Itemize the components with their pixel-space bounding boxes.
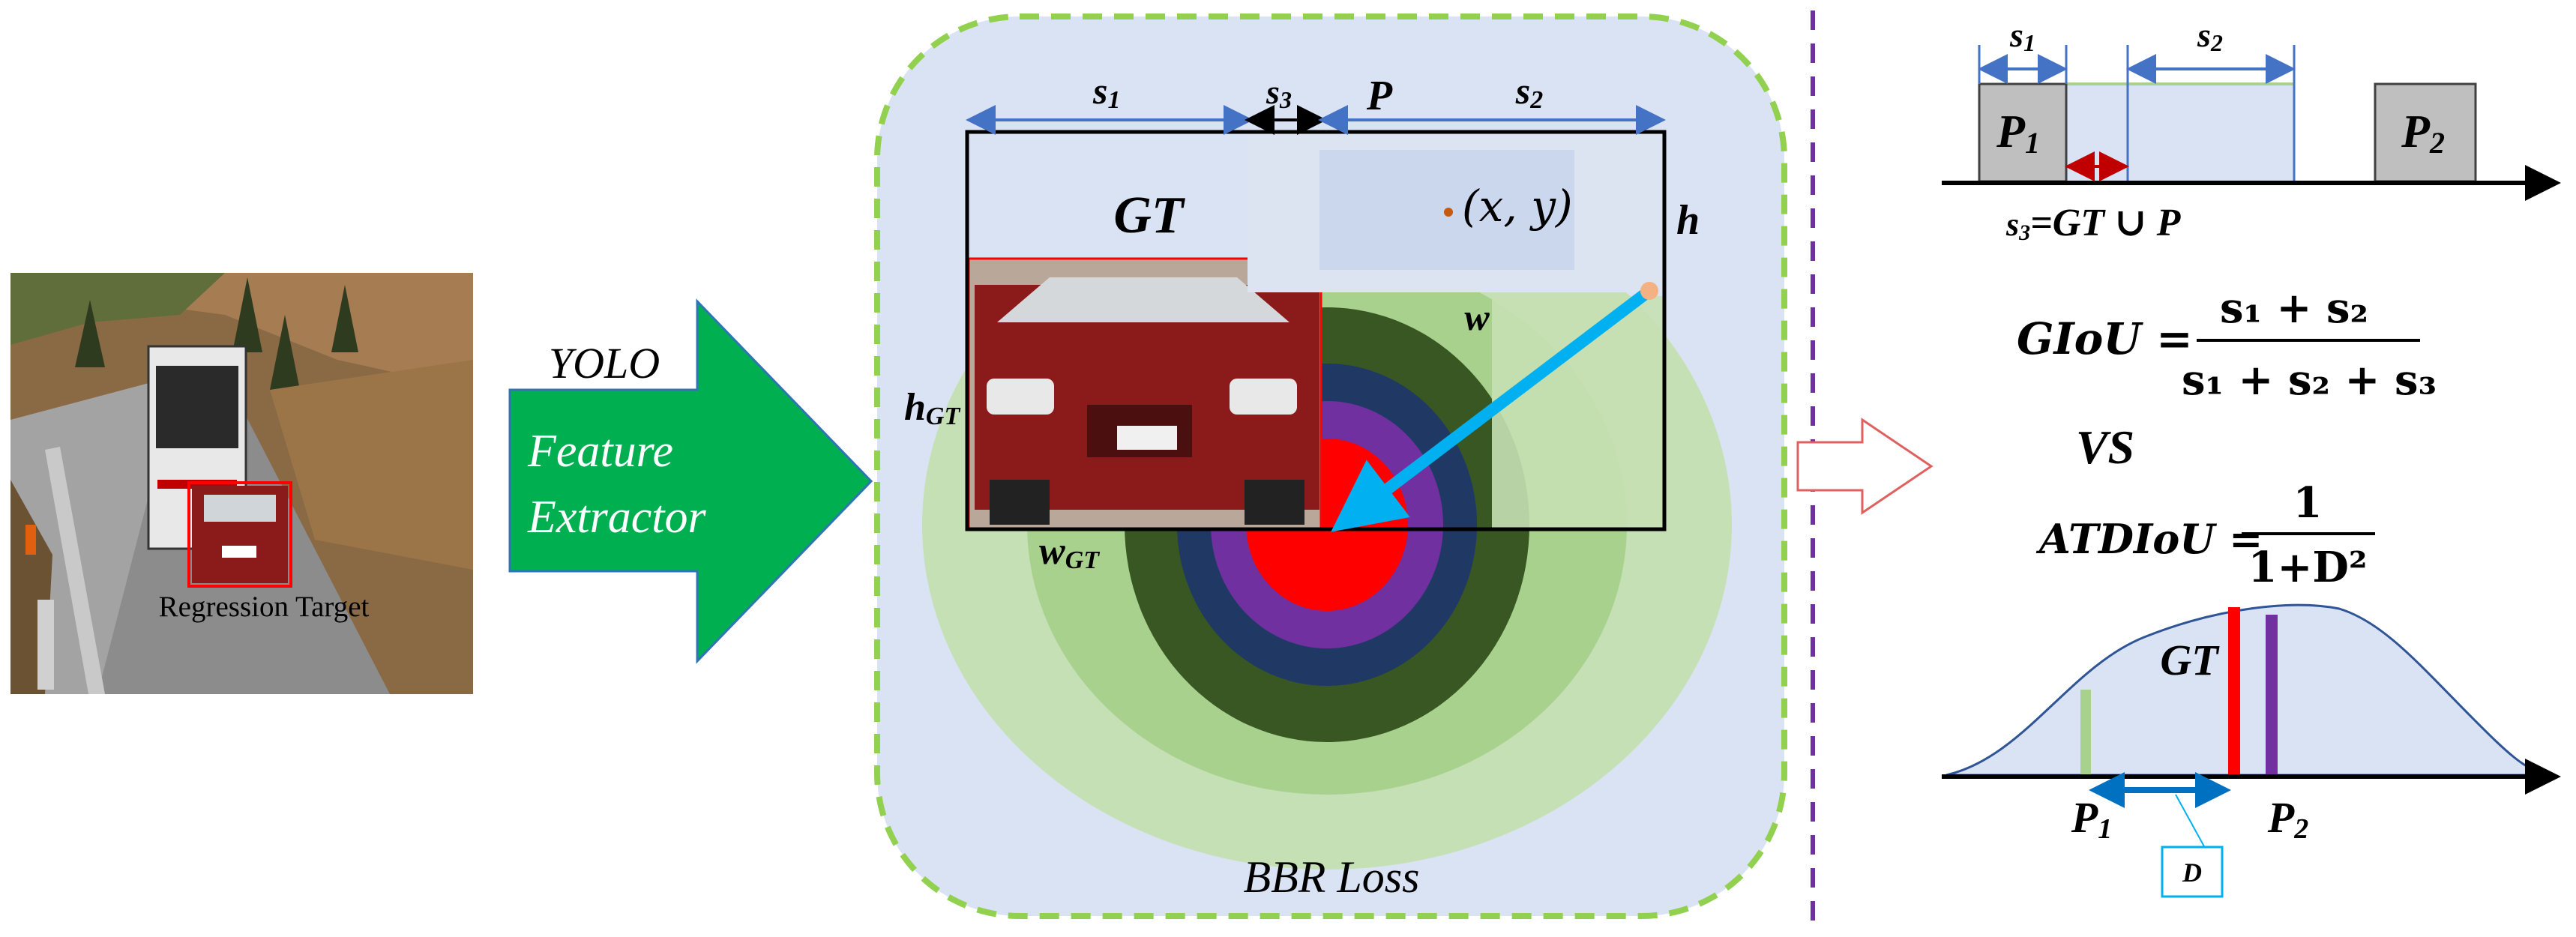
yolo-label: YOLO	[549, 339, 660, 388]
p-corner-dot	[1640, 282, 1658, 300]
vs-label: VS	[2076, 421, 2134, 474]
bbr-loss-label: BBR Loss	[1243, 852, 1419, 902]
atdiou-denominator: 1+D²	[2248, 543, 2368, 592]
gt-label: GT	[1113, 187, 1186, 244]
bbr-panel	[874, 13, 1787, 919]
feature-extractor-arrow	[508, 298, 873, 664]
feature-label: Feature	[527, 426, 673, 477]
bottom-p1-label: P1	[2071, 793, 2112, 845]
giou-numerator: s₁ + s₂	[2220, 283, 2368, 333]
gaussian-diagram	[1942, 603, 2561, 898]
xy-label: (x, y)	[1462, 181, 1573, 232]
top-s2-label: s2	[2197, 16, 2223, 56]
top-s1-label: s1	[2009, 16, 2035, 56]
d-callout-box	[2161, 846, 2224, 898]
bottom-p2-label: P2	[2267, 793, 2308, 845]
s2-label: s2	[1515, 70, 1543, 114]
wgt-label: wGT	[1039, 530, 1100, 574]
bottom-gt-label: GT	[2160, 636, 2220, 684]
d-callout-label: D	[2182, 858, 2202, 888]
hgt-label: hGT	[904, 386, 960, 430]
extractor-label: Extractor	[527, 492, 706, 543]
top-p1-label: P1	[1996, 106, 2040, 160]
s1-label: s1	[1092, 70, 1120, 114]
s3-union-eq: s3=GT ∪ P	[2005, 202, 2182, 245]
atdiou-numerator: 1	[2293, 478, 2323, 528]
regression-target-caption: Regression Target	[159, 591, 370, 623]
p-label: P	[1366, 73, 1393, 119]
giou-denominator: s₁ + s₂ + s₃	[2182, 355, 2437, 405]
interval-diagram	[1942, 45, 2561, 201]
h-label: h	[1676, 197, 1700, 244]
s3-label: s3	[1266, 73, 1292, 113]
to-comparison-arrow	[1796, 418, 1933, 515]
w-label: w	[1464, 296, 1490, 338]
gaussian-curve	[1945, 603, 2550, 777]
center-distance-arrow	[1331, 286, 1653, 532]
atdiou-lhs: ATDIoU =	[2035, 515, 2263, 563]
road-scene-photo	[10, 273, 473, 694]
gt-car-crop	[969, 259, 1321, 528]
giou-lhs: GIoU =	[2017, 313, 2193, 364]
prediction-box-fill	[1248, 135, 1664, 292]
center-point-dot	[1444, 208, 1453, 217]
top-p2-label: P2	[2401, 106, 2445, 160]
